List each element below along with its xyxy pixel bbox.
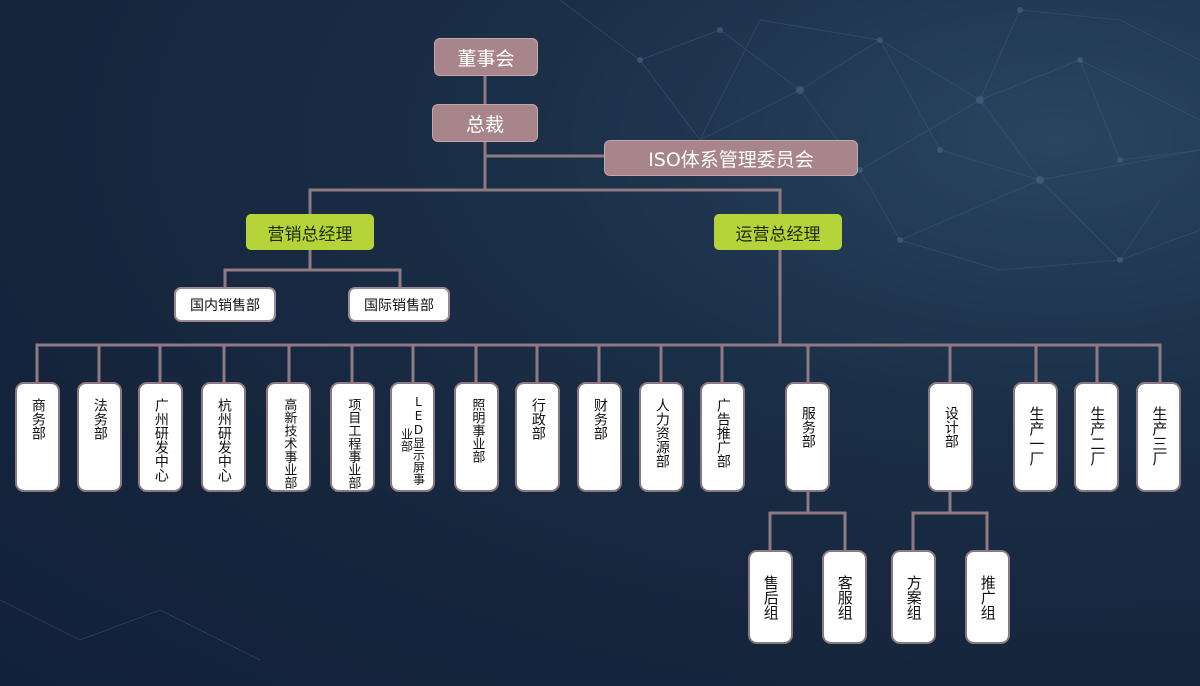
dept-box: 高新技术事业部 — [266, 382, 311, 492]
dept-box: 广州研发中心 — [138, 382, 183, 492]
domestic-sales-box: 国内销售部 — [174, 287, 276, 322]
dept-label: 行政部 — [529, 398, 546, 440]
dept-label: 广州研发中心 — [152, 398, 169, 482]
dept-box: 生产二厂 — [1074, 382, 1119, 492]
dept-box: 法务部 — [77, 382, 122, 492]
team-box: 售后组 — [748, 550, 793, 644]
dept-box: 设计部 — [928, 382, 973, 492]
dept-box: 项目工程事业部 — [330, 382, 375, 492]
board-box: 董事会 — [434, 38, 538, 76]
dept-box: 人力资源部 — [639, 382, 684, 492]
dept-box: LED显示屏事业部 — [390, 382, 435, 492]
team-label: 方案组 — [904, 574, 923, 620]
dept-label: 商务部 — [29, 398, 46, 440]
dept-label: 广告推广部 — [714, 398, 731, 468]
board-label: 董事会 — [457, 47, 515, 70]
dept-label: 高新技术事业部 — [281, 398, 297, 489]
dept-label: 服务部 — [799, 406, 816, 448]
dept-box: 杭州研发中心 — [201, 382, 246, 492]
domestic-sales-label: 国内销售部 — [190, 297, 260, 314]
iso-committee-box: ISO体系管理委员会 — [604, 140, 858, 176]
dept-label: LED显示屏事业部 — [399, 395, 426, 485]
dept-box: 广告推广部 — [700, 382, 745, 492]
dept-box: 财务部 — [577, 382, 622, 492]
dept-box: 照明事业部 — [454, 382, 499, 492]
marketing-gm-box: 营销总经理 — [246, 214, 374, 250]
dept-label: 生产一厂 — [1027, 406, 1046, 466]
dept-label: 照明事业部 — [469, 398, 485, 463]
team-box: 客服组 — [822, 550, 867, 644]
dept-box: 生产三厂 — [1136, 382, 1181, 492]
dept-box: 行政部 — [515, 382, 560, 492]
dept-label: 财务部 — [591, 398, 608, 440]
team-box: 方案组 — [891, 550, 936, 644]
dept-label: 法务部 — [91, 398, 108, 440]
international-sales-label: 国际销售部 — [364, 297, 434, 314]
marketing-gm-label: 营销总经理 — [267, 224, 353, 245]
team-label: 客服组 — [835, 574, 854, 620]
operations-gm-label: 运营总经理 — [735, 224, 821, 245]
dept-label: 生产三厂 — [1150, 406, 1169, 466]
team-label: 售后组 — [761, 574, 780, 620]
dept-label: 项目工程事业部 — [345, 398, 361, 489]
team-label: 推广组 — [978, 574, 997, 620]
team-box: 推广组 — [965, 550, 1010, 644]
iso-committee-label: ISO体系管理委员会 — [648, 148, 814, 171]
dept-box: 生产一厂 — [1013, 382, 1058, 492]
dept-label: 生产二厂 — [1088, 406, 1107, 466]
dept-box: 服务部 — [785, 382, 830, 492]
dept-label: 设计部 — [942, 406, 959, 448]
dept-box: 商务部 — [15, 382, 60, 492]
dept-label: 杭州研发中心 — [215, 398, 232, 482]
president-label: 总裁 — [465, 113, 504, 136]
operations-gm-box: 运营总经理 — [714, 214, 842, 250]
dept-label: 人力资源部 — [653, 398, 670, 468]
international-sales-box: 国际销售部 — [348, 287, 450, 322]
president-box: 总裁 — [432, 104, 538, 142]
